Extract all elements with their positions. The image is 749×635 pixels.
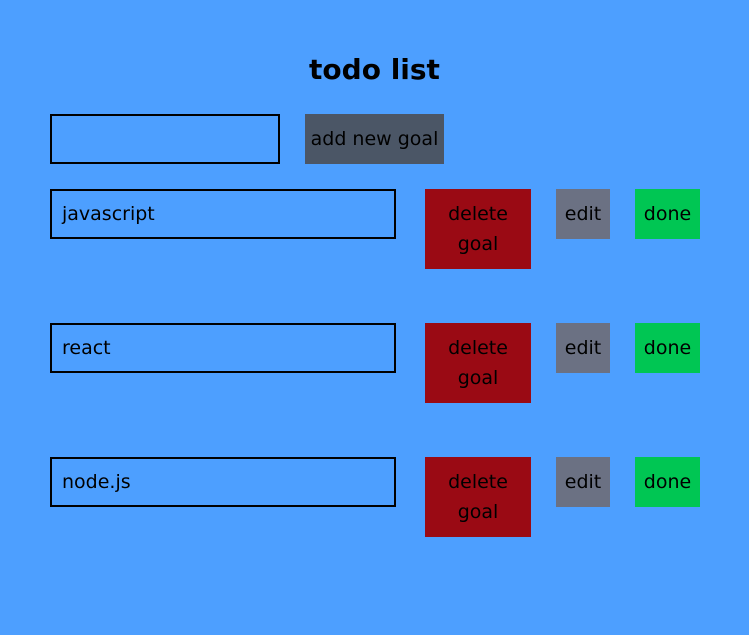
goal-item: node.js delete goal edit done [0, 457, 749, 537]
goal-item: react delete goal edit done [0, 323, 749, 403]
goal-text-field[interactable]: react [50, 323, 396, 373]
edit-goal-button[interactable]: edit [556, 457, 610, 507]
goal-text-field[interactable]: javascript [50, 189, 396, 239]
delete-goal-button[interactable]: delete goal [425, 189, 531, 269]
new-goal-input[interactable] [50, 114, 280, 164]
done-goal-button[interactable]: done [635, 189, 700, 239]
done-goal-button[interactable]: done [635, 457, 700, 507]
goal-text-field[interactable]: node.js [50, 457, 396, 507]
delete-goal-button[interactable]: delete goal [425, 457, 531, 537]
done-goal-button[interactable]: done [635, 323, 700, 373]
goal-item: javascript delete goal edit done [0, 189, 749, 269]
edit-goal-button[interactable]: edit [556, 323, 610, 373]
delete-goal-button[interactable]: delete goal [425, 323, 531, 403]
add-new-goal-button[interactable]: add new goal [305, 114, 444, 164]
edit-goal-button[interactable]: edit [556, 189, 610, 239]
page-title: todo list [309, 53, 440, 86]
